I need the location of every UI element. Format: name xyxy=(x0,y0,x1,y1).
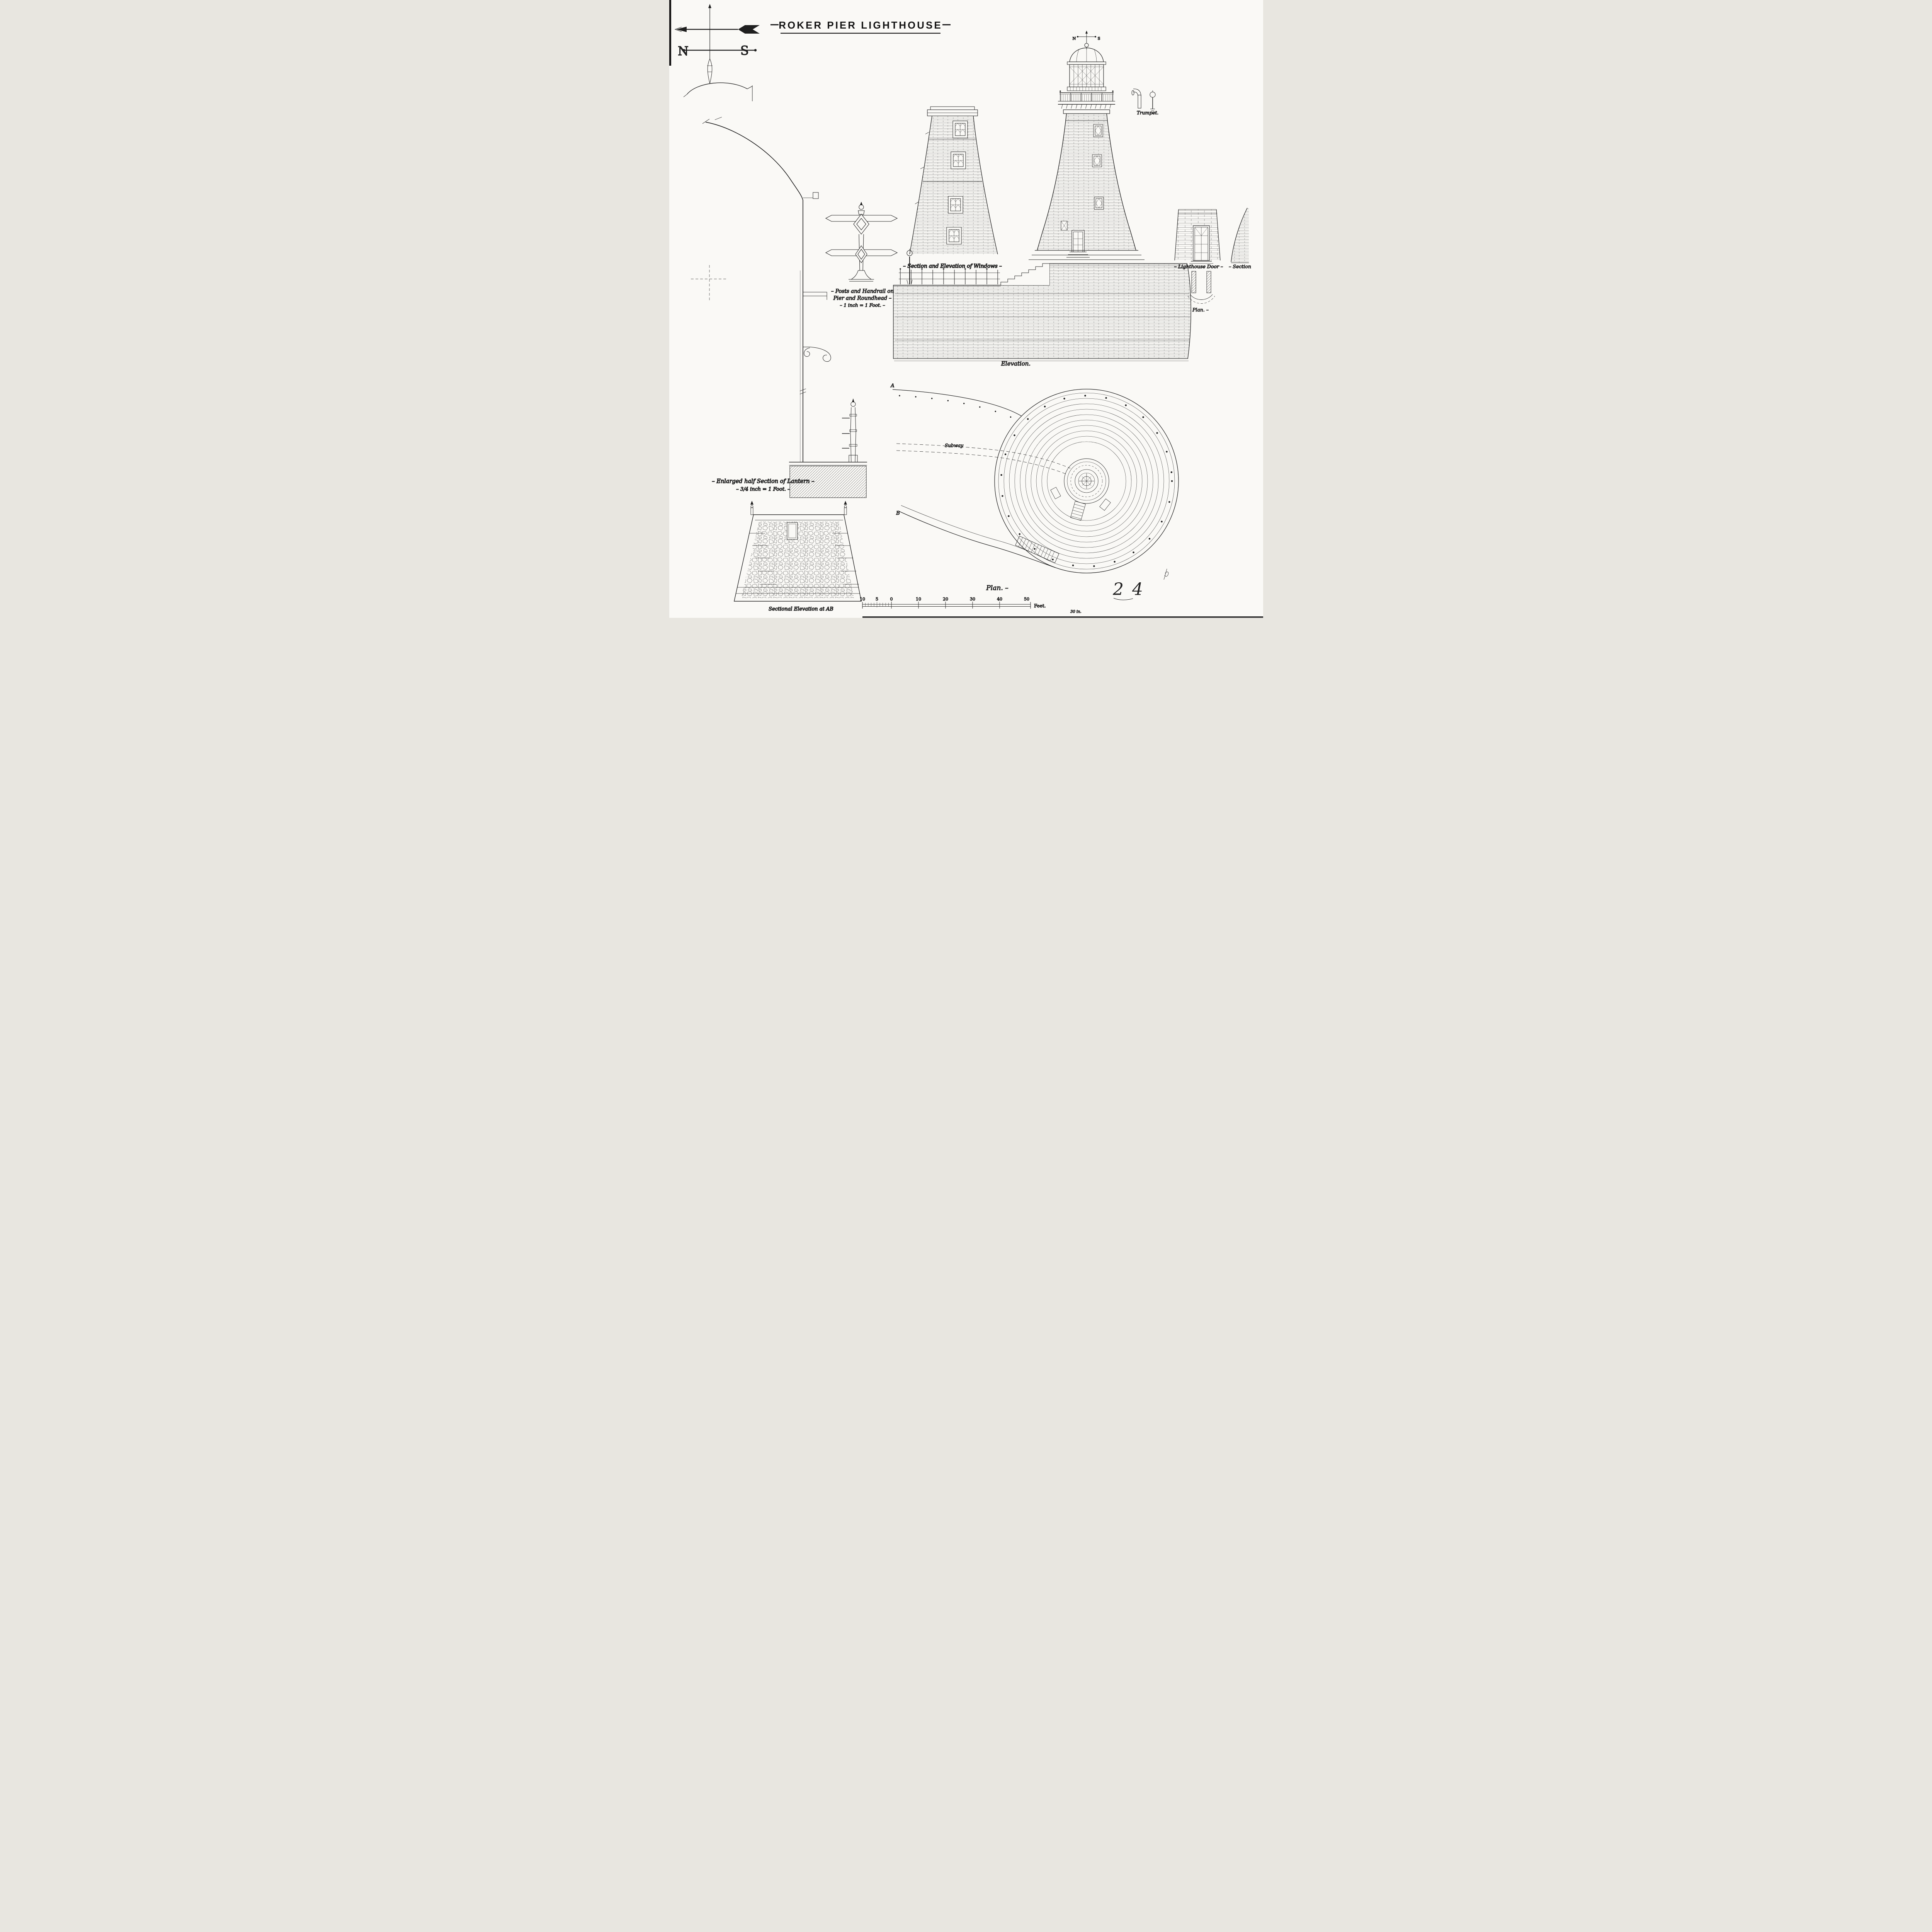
page-title: ROKER PIER LIGHTHOUSE xyxy=(779,19,942,31)
posts-label-line2: Pier and Roundhead – xyxy=(833,295,891,301)
title-block: ROKER PIER LIGHTHOUSE xyxy=(770,19,951,34)
plinth-hatched-block xyxy=(789,466,866,498)
center-stairs xyxy=(1070,501,1086,521)
weather-vane-drawing: N S xyxy=(674,4,760,84)
parapet-finial-left xyxy=(750,501,753,515)
window-3 xyxy=(948,196,963,214)
subway-line-upper xyxy=(896,443,1070,469)
window-1 xyxy=(952,121,968,138)
small-compass-north: N xyxy=(1072,37,1076,41)
pier-bottom-edge xyxy=(898,510,1055,568)
vane-top-point xyxy=(708,4,711,8)
scroll-bracket xyxy=(803,347,831,362)
pier-top-edge xyxy=(892,389,1022,417)
bolt-dots-ring xyxy=(1000,395,1173,568)
tower-door xyxy=(1066,230,1090,258)
tower-elevation-windows xyxy=(1061,124,1104,231)
elevation-label: Elevation. xyxy=(1000,360,1030,367)
tower-windows xyxy=(946,121,968,245)
scan-edge-artifact-left xyxy=(669,0,671,66)
lighthouse-plan-center xyxy=(1050,458,1111,521)
sectional-ab-drawing: Sectional Elevation at AB xyxy=(733,501,862,612)
plan-pedestal-right xyxy=(1099,498,1111,511)
trumpet-drawing: Trumpet. xyxy=(1131,88,1158,116)
roundhead-plan-drawing: A B Subway Plan. – xyxy=(890,383,1179,592)
parapet-finial-right xyxy=(844,501,847,515)
posts-label-scale: – 1 inch = 1 Foot. – xyxy=(840,303,885,308)
window-4 xyxy=(946,227,961,245)
scale-unit-label: Feet. xyxy=(1034,603,1046,609)
sheet-number: 2 4 xyxy=(1112,580,1145,599)
drawing-sheet: ROKER PIER LIGHTHOUSE N S xyxy=(669,0,1263,618)
scale-tick-0: 10 xyxy=(860,597,865,602)
scale-note: 30 in. xyxy=(1070,610,1082,614)
scale-tick-5: 30 xyxy=(970,597,975,602)
scale-tick-4: 20 xyxy=(943,597,948,602)
lighthouse-door-drawing: – Lighthouse Door – xyxy=(1174,209,1223,270)
lighthouse-door-label: – Lighthouse Door – xyxy=(1174,264,1223,269)
pier-railing xyxy=(898,268,1000,284)
lantern-section-scale: – 3/4 inch = 1 Foot. – xyxy=(736,486,790,492)
scale-tick-6: 40 xyxy=(997,597,1002,602)
rubble-core xyxy=(741,522,854,598)
door-plan-label: Plan. – xyxy=(1192,307,1208,313)
posts-handrail-drawing: – Posts and Handrail on Pier and Roundhe… xyxy=(825,202,898,308)
pier-lamp-post xyxy=(906,249,913,285)
section-label: – Section xyxy=(1229,264,1251,269)
plan-pedestal-left xyxy=(1050,487,1061,499)
sheet-mark-group: 2 4 xyxy=(1112,568,1168,600)
gallery-railing xyxy=(1059,90,1114,101)
subway-line-lower xyxy=(896,450,1067,475)
posts-label-line1: – Posts and Handrail on xyxy=(831,288,893,294)
plan-label: Plan. – xyxy=(986,584,1008,592)
window-2 xyxy=(951,151,966,169)
scale-tick-1: 5 xyxy=(876,597,878,602)
small-compass-south: S xyxy=(1097,37,1100,41)
door-plan-drawing: Plan. – xyxy=(1187,271,1215,313)
scale-bar: 10 5 0 10 20 30 40 50 Feet. 30 in. xyxy=(859,597,1082,614)
sectional-ab-label: Sectional Elevation at AB xyxy=(769,606,833,612)
lantern-section-drawing: – Enlarged half Section of Lantern – – 3… xyxy=(683,82,867,498)
ink-mark xyxy=(1163,568,1168,580)
scan-edge-artifact-bottom xyxy=(862,616,1263,618)
compass-south-label: S xyxy=(740,43,749,58)
vane-arrowhead xyxy=(676,27,687,32)
sheet-svg: ROKER PIER LIGHTHOUSE N S xyxy=(669,0,1263,618)
pier-edge-dots xyxy=(898,395,1017,420)
railing-post-detail xyxy=(842,398,857,463)
trumpet-label: Trumpet. xyxy=(1136,110,1158,116)
scale-tick-3: 10 xyxy=(916,597,921,602)
section-point-a: A xyxy=(890,383,894,389)
roundhead-outer-circle xyxy=(994,389,1179,573)
windows-section-label: – Section and Elevation of Windows – xyxy=(903,263,1002,269)
subway-label: Subway xyxy=(945,443,963,448)
section-point-b: B xyxy=(896,510,900,516)
roundhead-stairs xyxy=(1000,263,1049,285)
lighthouse-vane: N S xyxy=(1072,31,1100,43)
compass-north-label: N xyxy=(678,44,689,58)
scale-tick-2: 0 xyxy=(890,597,893,602)
lantern-section-label: – Enlarged half Section of Lantern – xyxy=(712,478,814,485)
plan-staircase xyxy=(1015,536,1059,563)
scale-tick-7: 50 xyxy=(1024,597,1029,602)
vane-feather xyxy=(738,25,760,34)
door-leaf xyxy=(1192,225,1210,261)
